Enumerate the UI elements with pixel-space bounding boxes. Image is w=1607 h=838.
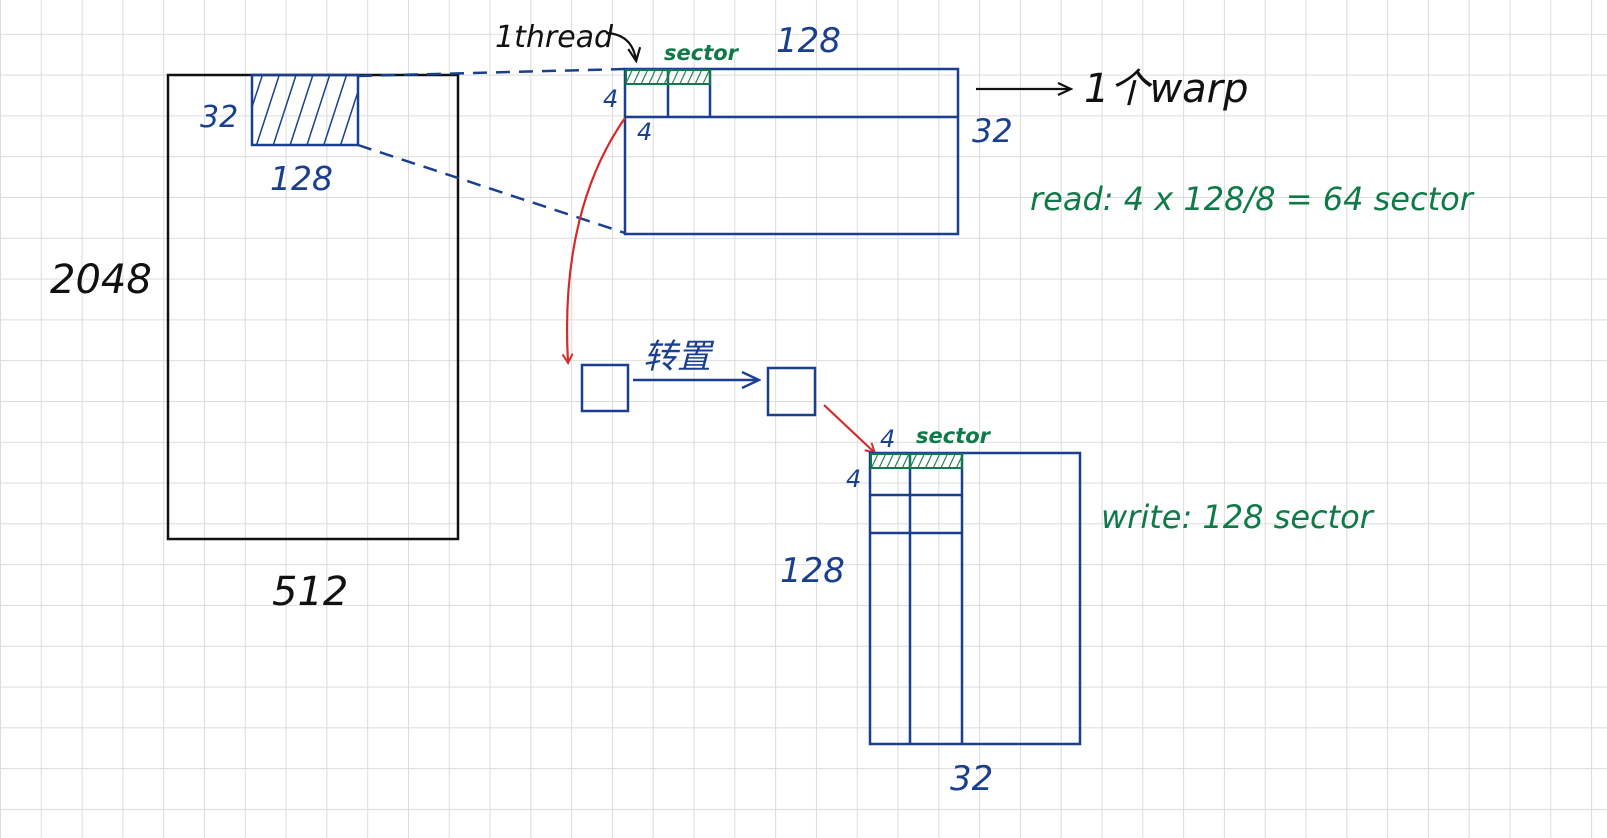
read-formula: read: 4 x 128/8 = 64 sector (1030, 180, 1475, 218)
source-block (580, 363, 630, 413)
matrix-width-label: 512 (272, 569, 348, 615)
transposed-block (766, 366, 817, 417)
warp-label: 1个warp (1084, 66, 1249, 112)
output-tile: 4 sector 4 128 32 write: 128 sector (780, 424, 1375, 799)
zoom-connector-lines (357, 67, 626, 235)
red-arrow-to-source-block (567, 117, 626, 362)
write-sector-label: sector (916, 424, 992, 448)
output-width-label: 32 (950, 759, 993, 799)
tile-width-label: 128 (776, 21, 841, 61)
zoomed-tile: 1thread sector 128 4 4 32 1个warp read: 4… (495, 20, 1475, 236)
write-formula: write: 128 sector (1101, 498, 1375, 536)
input-tile-width-label: 128 (270, 159, 333, 198)
thread-block-width-label: 4 (637, 118, 652, 146)
transpose-step: 转置 (567, 117, 874, 452)
zoom-line-bottom (357, 143, 626, 235)
matrix-height-label: 2048 (50, 257, 152, 303)
thread-label: 1thread (495, 20, 614, 55)
output-tile-rect (868, 451, 1082, 746)
read-sector-label: sector (664, 41, 740, 65)
output-height-label: 128 (780, 551, 845, 591)
output-block-height-label: 4 (846, 465, 861, 493)
transpose-label: 转置 (643, 337, 715, 377)
input-matrix: 2048 512 32 128 (50, 73, 460, 615)
zoomed-tile-rect (623, 67, 960, 236)
input-tile-height-label: 32 (200, 100, 238, 135)
input-tile-hatched (250, 73, 360, 147)
red-arrow-to-output (823, 404, 874, 452)
thread-block-height-label: 4 (603, 85, 618, 113)
thread-arrow (605, 31, 636, 60)
tile-height-label: 32 (972, 112, 1013, 150)
output-block-width-label: 4 (880, 425, 895, 453)
write-sector-hatch (870, 453, 963, 469)
